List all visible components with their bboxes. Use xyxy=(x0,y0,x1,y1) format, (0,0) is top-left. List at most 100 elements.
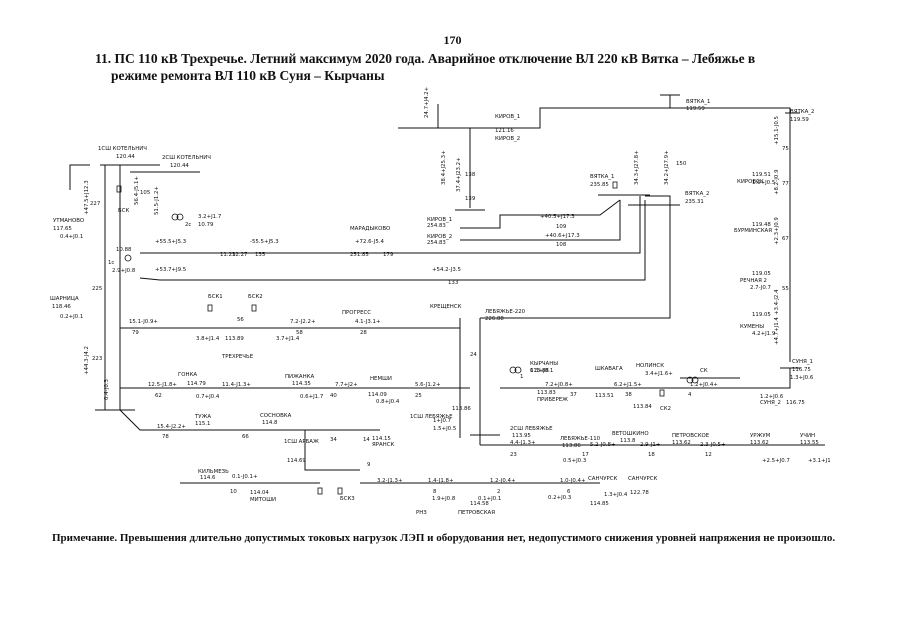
branch-number: 24 xyxy=(470,352,477,358)
line-sosnovka xyxy=(304,430,360,471)
scheme-symbols xyxy=(116,181,699,495)
load-label: 4.2+J1.9 xyxy=(752,331,776,337)
branch-number: 67 xyxy=(782,236,789,242)
bus-label: ВЯТКА_2 xyxy=(685,191,709,197)
branch-number: 28 xyxy=(360,330,367,336)
bus-value: 113.86 xyxy=(562,443,581,449)
transformer-icon xyxy=(171,213,179,221)
bus-value: 120.44 xyxy=(116,154,135,160)
bus-label: БУРМИНСКАЯ xyxy=(734,228,772,234)
transformer-icon xyxy=(176,213,184,221)
document-title: 11. ПС 110 кВ Трехречье. Летний максимум… xyxy=(95,50,855,84)
title-line-2: режиме ремонта ВЛ 110 кВ Суня – Кырчаны xyxy=(111,68,385,83)
flow-label: +3.1+J1 xyxy=(808,458,831,464)
bus-value: 113.89 xyxy=(225,336,244,342)
bus-label: 2СШ ЛЕБЯЖЬЕ xyxy=(510,426,553,432)
breaker-icon xyxy=(659,389,665,397)
gen-label: 11.23 xyxy=(220,252,235,258)
bus-value: 120.44 xyxy=(170,163,189,169)
bus-label: КЫРЧАНЫ xyxy=(530,361,558,367)
load-label: 0.1+J0.1 xyxy=(478,496,501,502)
line-tuzha xyxy=(119,409,380,431)
branch-number: 77 xyxy=(782,181,789,187)
switch-label: БСК1 xyxy=(208,294,223,300)
bus-value: 122.78 xyxy=(630,490,649,496)
breaker-icon xyxy=(317,487,323,495)
flow-label: 4.4-J1.3+ xyxy=(510,440,536,446)
transformer-icon xyxy=(686,376,694,384)
load-label: 0.5+J0.3 xyxy=(563,458,586,464)
bus-label: ПЕТРОВСКОЕ xyxy=(672,433,710,439)
bus-value: 114.58 xyxy=(470,501,489,507)
bus-value: 119.59 xyxy=(790,117,809,123)
bus-value: 119.48 xyxy=(752,222,771,228)
bus-value: 113.95 xyxy=(512,433,531,439)
bus-value: 121.16 xyxy=(495,128,514,134)
bus-label: КИРОВ_1 xyxy=(427,217,452,223)
branch-number: 4 xyxy=(688,392,692,398)
flow-label: 24.7+J4.2+ xyxy=(424,87,430,118)
flow-label: 11.4-J1.3+ xyxy=(222,382,251,388)
load-label: 1+J0.7 xyxy=(433,418,451,424)
flow-label: 0.3+J0.1 xyxy=(530,368,553,374)
branch-number: 139 xyxy=(465,196,476,202)
line-left-3 xyxy=(69,164,90,190)
flow-label: +3.4-J2.4 xyxy=(774,289,780,315)
page-number: 170 xyxy=(443,33,462,47)
bus-label: ПИЖАНКА xyxy=(285,374,314,380)
gen-label: 2c xyxy=(185,222,191,228)
flow-label: 4.1-J3.1+ xyxy=(355,319,381,325)
bus-label: ВЯТКА_2 xyxy=(790,109,814,115)
branch-number: 37 xyxy=(570,392,577,398)
flow-label: 2.3-J0.5+ xyxy=(700,442,726,448)
flow-label: +40.6+J17.3 xyxy=(545,233,580,239)
branch-number: 12 xyxy=(705,452,712,458)
load-label: 1.3+J0.6 xyxy=(790,375,814,381)
branch-number: 9 xyxy=(367,462,371,468)
bus-value: 113.84 xyxy=(633,404,652,410)
load-label: 1.6+J0.5 xyxy=(752,180,775,186)
flow-label: 0.1-J0.1+ xyxy=(232,474,258,480)
bus-value: 113.62 xyxy=(672,440,691,446)
bus-label: НЕМШИ xyxy=(370,376,392,382)
bus-value: 113.62 xyxy=(750,440,769,446)
bus-value: 113.8 xyxy=(620,438,636,444)
bus-value: 119.05 xyxy=(752,312,771,318)
bus-label: 1СШ КОТЕЛЬНИЧ xyxy=(98,146,147,152)
bus-value: 119.59 xyxy=(686,106,705,112)
flow-label: 2.7-J0.7 xyxy=(750,285,771,291)
bus-label: КИРОВСК xyxy=(737,179,764,185)
load-label: 2.9+J0.8 xyxy=(112,268,136,274)
flow-label: 12.5-J1.8+ xyxy=(148,382,177,388)
bus-label: ВЯТКА_1 xyxy=(686,99,710,105)
branch-number: 18 xyxy=(648,452,655,458)
bus-value: 113.86 xyxy=(452,406,471,412)
branch-number: 66 xyxy=(242,434,249,440)
bus-value: 251.85 xyxy=(350,252,369,258)
flow-label: -55.5+J5.3 xyxy=(250,239,279,245)
load-label: 0.2+J0.1 xyxy=(60,314,83,320)
load-label: 0.7+J0.4 xyxy=(196,394,220,400)
transformer-icon xyxy=(124,254,132,262)
scheme-labels: 1СШ КОТЕЛЬНИЧ 120.44 2СШ КОТЕЛЬНИЧ 120.4… xyxy=(50,87,831,516)
flow-label: 34.2+J27.9+ xyxy=(664,150,670,185)
branch-number: 56 xyxy=(237,317,244,323)
bus-label: ВЕТОШКИНО xyxy=(612,431,649,437)
bus-value: 235.31 xyxy=(685,199,704,205)
title-line-1: 11. ПС 110 кВ Трехречье. Летний максимум… xyxy=(95,51,756,66)
bus-label: РЕЧНАЯ 2 xyxy=(740,278,767,284)
bus-label: ВЯТКА_1 xyxy=(590,174,614,180)
load-label: 0.8+J0.4 xyxy=(376,399,400,405)
flow-label: +44.3-J4.2 xyxy=(84,346,90,375)
bus-value: 114.15 xyxy=(372,436,391,442)
flow-label: 15.4-J2.2+ xyxy=(157,424,186,430)
switch-label: СК xyxy=(700,368,708,374)
switch-label: БСК3 xyxy=(340,496,355,502)
bus-value: 113.51 xyxy=(595,393,614,399)
flow-label: 15.1-J0.9+ xyxy=(129,319,158,325)
bus-label: САНЧУРСК xyxy=(628,476,658,482)
flow-label: 5.2-J0.8+ xyxy=(590,442,616,448)
branch-number: 55 xyxy=(782,286,789,292)
bus-value: 114.35 xyxy=(292,381,311,387)
